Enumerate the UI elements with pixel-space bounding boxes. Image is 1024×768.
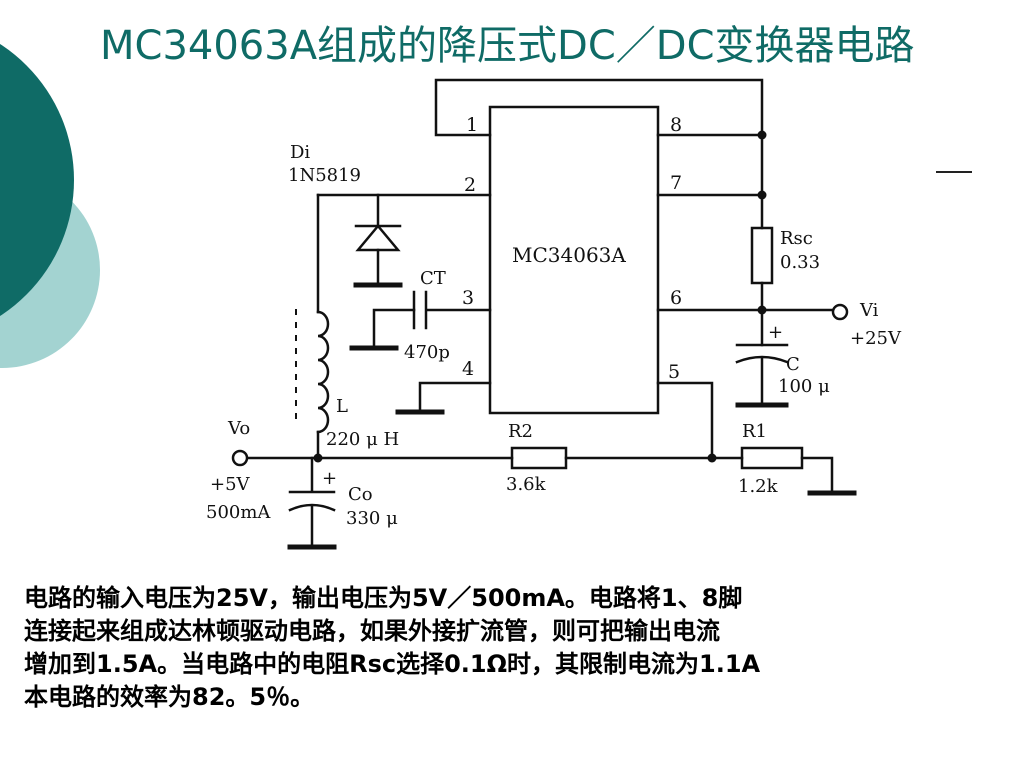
decorative-circles (0, 44, 100, 368)
inductor-name: L (336, 396, 348, 417)
ct-value: 470p (404, 342, 450, 363)
vo-voltage: +5V (210, 474, 251, 495)
inductor-value: 220 μ H (326, 429, 399, 450)
cin-value: 100 μ (778, 376, 830, 397)
marker-dash (936, 171, 972, 173)
cin-name: C (786, 354, 800, 375)
description-line: 增加到1.5A。当电路中的电阻Rsc选择0.1Ω时，其限制电流为1.1A (24, 650, 761, 678)
ic-label: MC34063A (512, 243, 626, 267)
pin-4: 4 (462, 358, 474, 380)
junction-dot (757, 130, 767, 140)
pin-8: 8 (670, 114, 682, 136)
r2-resistor (510, 446, 568, 470)
diode-part: 1N5819 (288, 165, 361, 186)
pin-7: 7 (670, 172, 682, 194)
junction-dot (757, 305, 767, 315)
slide-title: MC34063A组成的降压式DC／DC变换器电路 (100, 23, 915, 69)
description-line: 电路的输入电压为25V，输出电压为5V／500mA。电路将1、8脚 (24, 584, 743, 612)
vo-name: Vo (227, 418, 250, 439)
rsc-resistor (750, 226, 774, 285)
description: 电路的输入电压为25V，输出电压为5V／500mA。电路将1、8脚 连接起来组成… (24, 582, 1024, 714)
description-line: 本电路的效率为82。5％。 (24, 683, 315, 711)
diode-triangle (355, 224, 401, 252)
rsc-value: 0.33 (780, 252, 820, 273)
r1-resistor (740, 446, 804, 470)
description-line: 连接起来组成达林顿驱动电路，如果外接扩流管，则可把输出电流 (24, 617, 720, 645)
ct-name: CT (420, 268, 446, 289)
r1-name: R1 (742, 421, 767, 442)
pin-6: 6 (670, 287, 682, 309)
co-name: Co (348, 484, 373, 505)
inductor-coil (316, 310, 330, 434)
pin-3: 3 (462, 287, 474, 309)
co-plus: + (322, 468, 337, 489)
pin-1: 1 (466, 114, 478, 136)
pin4-wire (418, 381, 492, 412)
junction-dot (757, 190, 767, 200)
r1-value: 1.2k (738, 476, 779, 497)
pin5-wire (656, 381, 714, 460)
ic-body (488, 105, 660, 415)
vi-voltage: +25V (850, 328, 902, 349)
r2-name: R2 (508, 421, 533, 442)
junction-dot (707, 453, 717, 463)
co-value: 330 μ (346, 508, 398, 529)
pin-2: 2 (464, 174, 476, 196)
pin-5: 5 (668, 361, 680, 383)
vi-name: Vi (859, 300, 879, 321)
vo-terminal (231, 449, 249, 467)
pin1-wire (434, 78, 764, 137)
diode-name: Di (290, 142, 310, 163)
junction-dot (313, 453, 323, 463)
vo-current: 500mA (206, 502, 271, 523)
vi-terminal (831, 303, 849, 321)
cin-plus: + (768, 322, 783, 343)
r2-value: 3.6k (506, 474, 547, 495)
r1-right-wire (800, 456, 834, 492)
rsc-name: Rsc (780, 228, 813, 249)
dark-circle (0, 44, 74, 316)
ct-lead (372, 308, 416, 348)
